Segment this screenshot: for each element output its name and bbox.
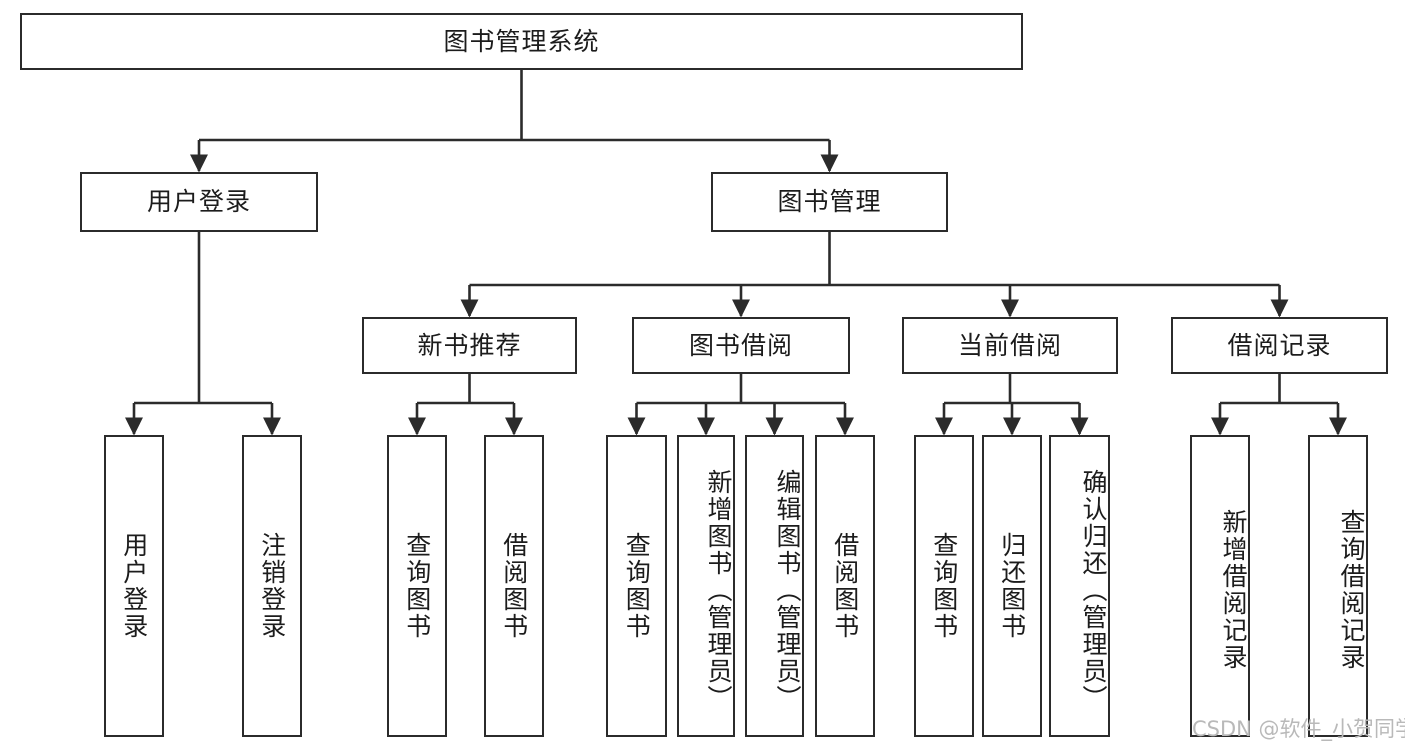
node-leaf-query-book-2: 查询图书 [606,435,667,737]
node-leaf-add-record: 新增借阅记录 [1190,435,1250,737]
node-label: 用户登录 [146,187,251,216]
node-label: 查询借阅记录 [1337,509,1366,671]
node-label: 新增图书（管理员） [704,468,733,712]
node-leaf-query-book-1: 查询图书 [387,435,447,737]
node-leaf-query-record: 查询借阅记录 [1308,435,1368,737]
node-label: 借阅图书 [499,532,529,640]
node-label: 借阅图书 [830,532,860,640]
node-label: 查询图书 [402,532,432,640]
node-leaf-edit-book: 编辑图书（管理员） [745,435,804,737]
node-leaf-add-book: 新增图书（管理员） [677,435,735,737]
node-user-login: 用户登录 [80,172,318,232]
node-book-manage: 图书管理 [711,172,948,232]
node-leaf-borrow-book-2: 借阅图书 [815,435,875,737]
node-book-borrow: 图书借阅 [632,317,850,374]
node-label: 图书借阅 [688,330,793,360]
node-label: 当前借阅 [957,330,1062,360]
node-leaf-return-book: 归还图书 [982,435,1042,737]
watermark-text: CSDN @软件_小贺同学 [1192,717,1405,741]
node-label: 新增借阅记录 [1219,509,1248,671]
node-label: 查询图书 [929,532,959,640]
node-leaf-logout: 注销登录 [242,435,302,737]
node-label: 图书管理系统 [443,26,600,56]
node-leaf-query-book-3: 查询图书 [914,435,974,737]
node-new-book-rec: 新书推荐 [362,317,577,374]
node-root: 图书管理系统 [20,13,1023,70]
node-label: 图书管理 [777,187,882,216]
node-label: 编辑图书（管理员） [773,468,802,712]
node-label: 用户登录 [119,532,149,640]
node-label: 确认归还（管理员） [1079,468,1108,712]
node-leaf-confirm-return: 确认归还（管理员） [1049,435,1110,737]
node-label: 新书推荐 [417,330,522,360]
node-label: 借阅记录 [1227,330,1332,360]
node-borrow-record: 借阅记录 [1171,317,1388,374]
node-label: 归还图书 [997,532,1027,640]
node-leaf-user-login: 用户登录 [104,435,164,737]
node-current-borrow: 当前借阅 [902,317,1118,374]
node-label: 注销登录 [257,532,287,640]
node-label: 查询图书 [622,532,652,640]
node-leaf-borrow-book-1: 借阅图书 [484,435,544,737]
